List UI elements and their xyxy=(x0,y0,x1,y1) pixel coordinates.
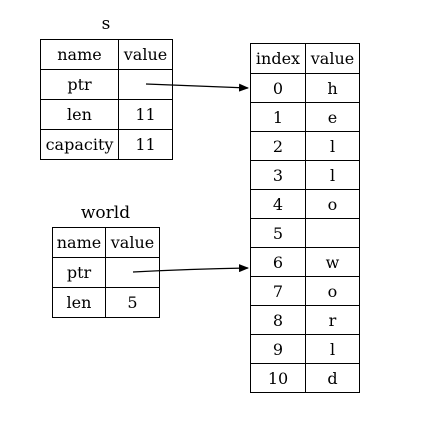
heap-row: 0 h xyxy=(250,73,360,103)
heap-index-cell: 4 xyxy=(250,189,306,219)
world-header-name: name xyxy=(52,227,106,258)
heap-row: 7 o xyxy=(250,276,360,306)
heap-index-cell: 7 xyxy=(250,276,306,306)
heap-index-cell: 6 xyxy=(250,247,306,277)
heap-table: index value 0 h 1 e 2 l 3 l 4 o 5 6 w xyxy=(250,43,360,393)
heap-header-index: index xyxy=(250,43,306,74)
heap-index-cell: 10 xyxy=(250,363,306,393)
s-ptr-name: ptr xyxy=(40,69,119,100)
s-caption: s xyxy=(101,14,111,34)
s-header-row: name value xyxy=(40,39,173,70)
s-header-value: value xyxy=(118,39,173,70)
world-len-value: 5 xyxy=(105,287,160,318)
heap-header-value: value xyxy=(305,43,360,74)
heap-value-cell: l xyxy=(305,334,360,364)
heap-value-cell xyxy=(305,218,360,248)
s-capacity-value: 11 xyxy=(118,129,173,160)
s-len-value: 11 xyxy=(118,99,173,130)
heap-value-cell: r xyxy=(305,305,360,335)
heap-value-cell: o xyxy=(305,189,360,219)
heap-index-cell: 5 xyxy=(250,218,306,248)
heap-row: 5 xyxy=(250,218,360,248)
heap-index-cell: 8 xyxy=(250,305,306,335)
heap-value-cell: o xyxy=(305,276,360,306)
s-table: name value ptr len 11 capacity 11 xyxy=(40,39,173,160)
heap-index-cell: 1 xyxy=(250,102,306,132)
world-table: name value ptr len 5 xyxy=(52,227,160,318)
s-len-name: len xyxy=(40,99,119,130)
s-capacity-name: capacity xyxy=(40,129,119,160)
heap-row: 4 o xyxy=(250,189,360,219)
heap-index-cell: 9 xyxy=(250,334,306,364)
heap-row: 3 l xyxy=(250,160,360,190)
world-caption: world xyxy=(80,203,131,223)
heap-row: 1 e xyxy=(250,102,360,132)
world-len-name: len xyxy=(52,287,106,318)
heap-header-row: index value xyxy=(250,43,360,74)
heap-index-cell: 0 xyxy=(250,73,306,103)
s-row-ptr: ptr xyxy=(40,69,173,100)
heap-value-cell: h xyxy=(305,73,360,103)
world-row-len: len 5 xyxy=(52,287,160,318)
heap-row: 8 r xyxy=(250,305,360,335)
world-header-row: name value xyxy=(52,227,160,258)
heap-index-cell: 2 xyxy=(250,131,306,161)
heap-row: 10 d xyxy=(250,363,360,393)
heap-index-cell: 3 xyxy=(250,160,306,190)
heap-value-cell: d xyxy=(305,363,360,393)
heap-row: 2 l xyxy=(250,131,360,161)
world-ptr-name: ptr xyxy=(52,257,106,288)
world-row-ptr: ptr xyxy=(52,257,160,288)
s-ptr-value xyxy=(118,69,173,100)
heap-value-cell: l xyxy=(305,160,360,190)
s-row-capacity: capacity 11 xyxy=(40,129,173,160)
world-ptr-value xyxy=(105,257,160,288)
heap-row: 6 w xyxy=(250,247,360,277)
heap-value-cell: w xyxy=(305,247,360,277)
s-row-len: len 11 xyxy=(40,99,173,130)
heap-value-cell: l xyxy=(305,131,360,161)
world-header-value: value xyxy=(105,227,160,258)
s-header-name: name xyxy=(40,39,119,70)
heap-row: 9 l xyxy=(250,334,360,364)
heap-value-cell: e xyxy=(305,102,360,132)
